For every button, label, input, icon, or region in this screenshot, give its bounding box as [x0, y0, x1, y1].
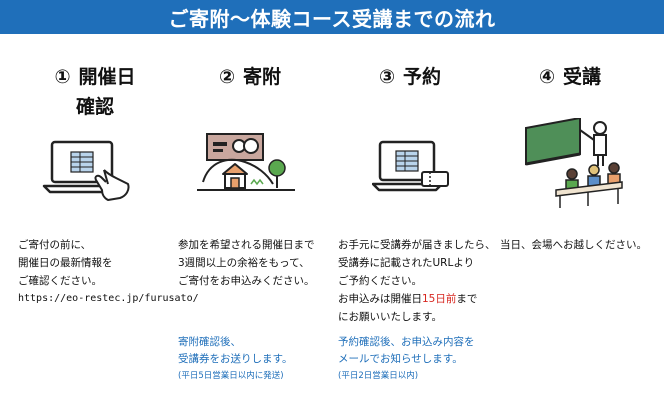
step-4-description: 当日、会場へお越しください。: [500, 239, 647, 251]
laptop-hand-icon: [42, 140, 130, 201]
step-3-description: お手元に受講券が届きましたら、 受講券に記載されたURLより ご予約ください。 …: [338, 239, 496, 323]
deadline-line: お申込みは開催日15日前まで: [338, 293, 478, 305]
step-1-description: ご寄付の前に、 開催日の最新情報を ご確認ください。 https://eo-re…: [18, 236, 199, 308]
header-banner: ご寄附〜体験コース受講までの流れ: [0, 0, 664, 34]
deadline-days: 15日前: [422, 293, 457, 305]
step-2-description: 参加を希望される開催日まで 3週間以上の余裕をもって、 ご寄付をお申込みください…: [178, 239, 315, 287]
furusato-link[interactable]: https://eo-restec.jp/furusato/: [18, 293, 199, 304]
money-house-icon: [197, 133, 295, 191]
step-3-note: 予約確認後、お申込み内容を メールでお知らせします。 (平日2日営業日以内): [338, 336, 475, 381]
page-title: ご寄附〜体験コース受講までの流れ: [168, 6, 496, 31]
laptop-ticket-icon: [372, 140, 449, 192]
step-2-note: 寄附確認後、 受講券をお送りします。 (平日5日営業日以内に発送): [178, 336, 293, 381]
classroom-icon: [525, 118, 623, 208]
